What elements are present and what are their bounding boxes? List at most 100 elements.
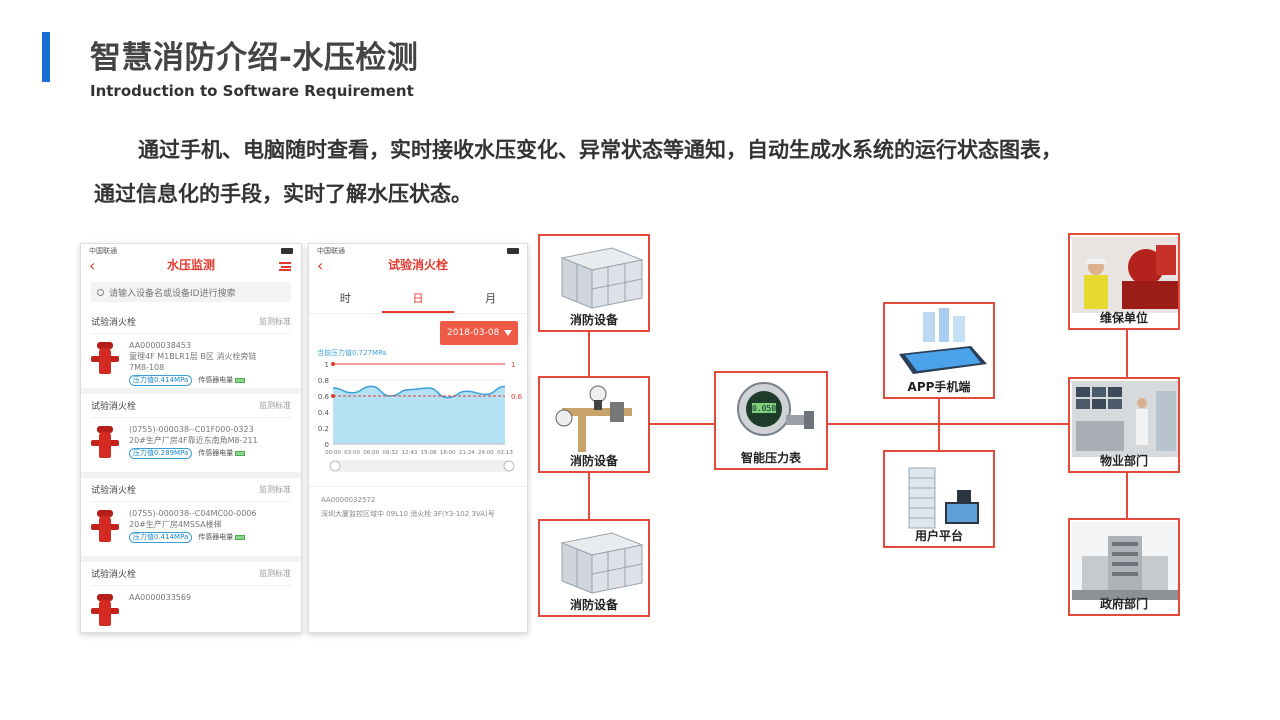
node-label: APP手机端 [907, 380, 971, 394]
lower-limit-dot [331, 394, 335, 398]
date-picker-button[interactable]: 2018-03-08 [440, 321, 518, 345]
x-tick-label: 09:32 [382, 450, 398, 456]
list-item[interactable]: 试验消火栓监测标准 AA0000038453 童理4F M1BLR1层 B区 消… [81, 310, 301, 394]
device-location: 童理4F M1BLR1层 B区 消火栓旁链 [129, 352, 257, 361]
x-tick-label: 15:08 [421, 450, 437, 456]
intro-line-1: 通过手机、电脑随时查看，实时接收水压变化、异常状态等通知，自动生成水系统的运行状… [138, 138, 1062, 162]
connector-line [1126, 330, 1128, 378]
government-department-node: 政府部门 [1068, 518, 1180, 616]
app-node: APP手机端 [883, 302, 995, 399]
battery-icon [235, 378, 246, 383]
building-computer-icon [908, 467, 979, 529]
back-arrow-icon[interactable]: ‹ [317, 256, 324, 275]
range-slider-track [331, 460, 513, 472]
device-id: (0755)-000038--C04MC00-0006 [129, 509, 257, 518]
battery-icon [235, 451, 246, 456]
device-location: 20#生产厂房4F靠近东南角M8-211 [129, 436, 258, 445]
title-accent-bar [42, 32, 50, 82]
date-value: 2018-03-08 [447, 328, 500, 338]
device-status[interactable]: 监测标准 [259, 569, 291, 578]
x-tick-label: 03:00 [344, 450, 360, 456]
pressure-badge: 压力值0.414MPa [129, 532, 193, 543]
device-name: 试验消火栓 [91, 486, 137, 496]
sensor-battery-label: 传感器电量 [198, 376, 234, 384]
list-item[interactable]: AA0000032572 深圳大厦监控区域中 09L10 消火栓 3F(Y3-1… [309, 486, 527, 527]
phone-hydrant-detail: 中国联通 ‹ 试验消火栓 时 日 月 2018-03-08 当前压力值0.727… [308, 243, 528, 633]
current-pressure-label: 当前压力值0.727MPa [317, 349, 387, 357]
lower-limit-label: 0.6 [511, 393, 523, 401]
status-bar: 中国联通 [81, 244, 301, 258]
y-tick-label: 0.4 [318, 409, 330, 417]
device-id: AA0000033569 [129, 593, 192, 602]
connector-line [588, 473, 590, 521]
tab-hour[interactable]: 时 [339, 292, 351, 305]
y-tick-label: 0 [325, 441, 329, 449]
device-search-input[interactable]: 请输入设备名或设备ID进行搜索 [91, 282, 291, 302]
series-area [333, 386, 505, 444]
item-id: AA0000032572 [321, 496, 376, 504]
valve-pipe-icon [555, 385, 632, 452]
connector-line [938, 399, 940, 451]
smart-gauge-node: 0.050 智能压力表 [714, 371, 828, 470]
node-label: 政府部门 [1099, 597, 1148, 611]
device-status[interactable]: 监测标准 [259, 485, 291, 494]
pressure-gauge-icon: 0.050 [737, 382, 814, 436]
y-tick-label: 0.6 [318, 393, 330, 401]
y-tick-label: 0.8 [318, 377, 329, 385]
chevron-down-icon [504, 330, 512, 336]
tab-day[interactable]: 日 [381, 286, 455, 313]
sensor-battery-label: 传感器电量 [198, 449, 234, 457]
back-arrow-icon[interactable]: ‹ [89, 256, 96, 275]
x-tick-label: 12:43 [402, 450, 418, 456]
list-item[interactable]: 试验消火栓 监测标准 (0755)-000038--C01F000-0323 20… [81, 394, 301, 478]
fire-equipment-node-3: 消防设备 [538, 519, 650, 617]
device-location: 20#生产厂房4MSSA楼梯 [129, 520, 222, 529]
x-tick-label: 00:00 [325, 450, 341, 456]
intro-line-2: 通过信息化的手段，实时了解水压状态。 [94, 182, 472, 206]
fire-equipment-node-2: 消防设备 [538, 376, 650, 473]
x-tick-label: 18:00 [440, 450, 456, 456]
sensor-battery-label: 传感器电量 [198, 533, 234, 541]
filter-menu-icon[interactable] [279, 262, 291, 271]
connector-line [588, 332, 590, 378]
battery-icon [281, 248, 293, 254]
maintenance-unit-node: 维保单位 [1068, 233, 1180, 330]
node-label: 物业部门 [1099, 454, 1148, 468]
x-tick-label: 02:13 [497, 450, 513, 456]
device-id: AA0000038453 [129, 341, 192, 350]
upper-limit-dot [331, 362, 335, 366]
water-tank-icon [560, 247, 644, 309]
carrier-label: 中国联通 [89, 247, 117, 255]
water-tank-icon [560, 532, 644, 594]
maintenance-worker-icon [1072, 237, 1178, 313]
property-department-node: 物业部门 [1068, 377, 1180, 473]
connector-line [826, 423, 1070, 425]
time-range-tabs: 时 日 月 [309, 286, 527, 314]
node-label: 消防设备 [569, 598, 618, 612]
phone-header: ‹ 试验消火栓 [309, 258, 527, 280]
list-item[interactable]: 试验消火栓 监测标准 (0755)-000038--C04MC00-0006 20… [81, 478, 301, 562]
battery-icon [235, 535, 246, 540]
phone-title: 试验消火栓 [387, 258, 448, 272]
device-id: (0755)-000038--C01F000-0323 [129, 425, 254, 434]
status-bar: 中国联通 [309, 244, 527, 258]
device-name: 试验消火栓 [91, 402, 137, 412]
upper-limit-label: 1 [511, 361, 515, 369]
tab-month[interactable]: 月 [485, 292, 497, 305]
node-label: 用户平台 [914, 529, 963, 543]
x-tick-label: 06:00 [363, 450, 379, 456]
battery-icon [507, 248, 519, 254]
page-subtitle: Introduction to Software Requirement [90, 82, 414, 100]
y-tick-label: 1 [325, 361, 329, 369]
device-status[interactable]: 监测标准 [259, 401, 291, 410]
list-item[interactable]: 试验消火栓监测标准 AA0000033569 [81, 562, 301, 632]
control-room-icon [1072, 381, 1178, 457]
device-status[interactable]: 监测标准 [259, 317, 291, 326]
phone-header: ‹ 水压监测 [81, 258, 301, 280]
phone-title: 水压监测 [166, 258, 215, 272]
fire-hydrant-icon [91, 508, 119, 544]
search-icon [97, 288, 104, 296]
fire-hydrant-icon [91, 424, 119, 460]
fire-equipment-node-1: 消防设备 [538, 234, 650, 332]
